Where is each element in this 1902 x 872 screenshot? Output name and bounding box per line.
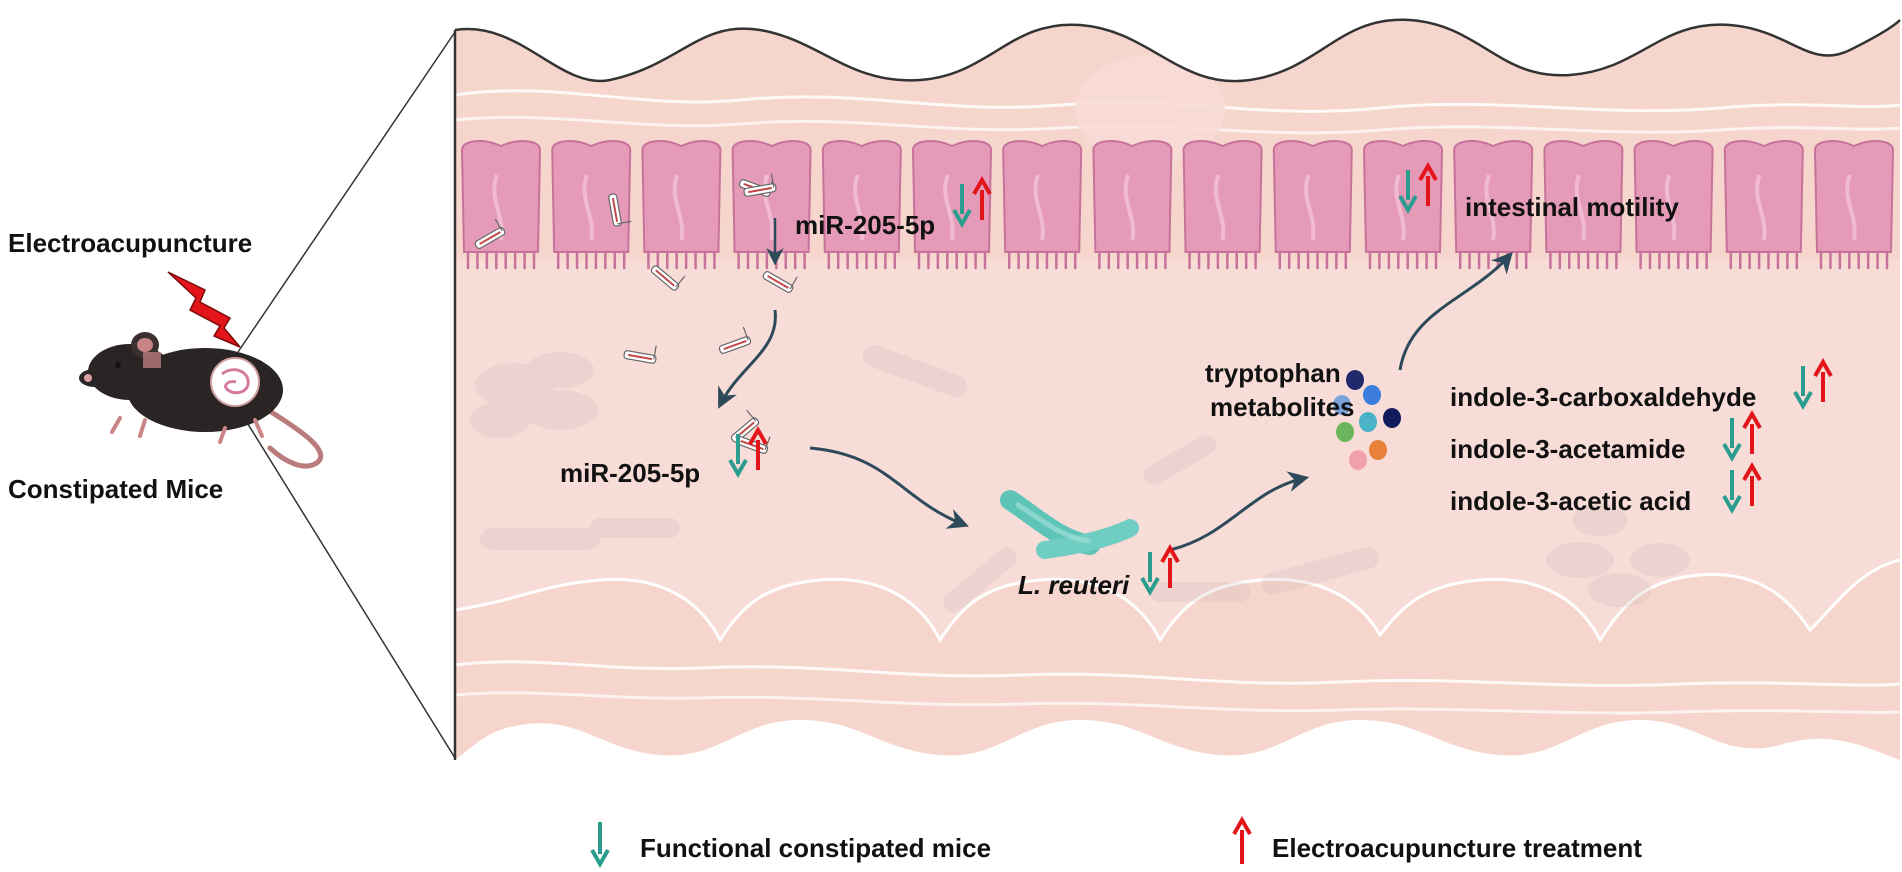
epithelial-cell: [1723, 140, 1804, 270]
label-mir-205-5p-epithelium: miR-205-5p: [795, 210, 935, 240]
mirna-strand-icon: [718, 326, 752, 354]
legend: Functional constipated mice Electroacupu…: [590, 815, 1642, 869]
legend-down-label: Functional constipated mice: [640, 833, 991, 863]
up-arrow-icon-indole-3-carboxaldehyde: [1813, 357, 1833, 402]
epithelial-cell: [1633, 140, 1714, 270]
mirna-strand-icon: [650, 265, 686, 291]
epithelial-cell: [1272, 140, 1353, 270]
down-arrow-icon: [590, 822, 610, 869]
legend-up-arrow-icon: [1232, 815, 1252, 864]
up-arrow-icon-mir-lumen: [748, 425, 768, 470]
mirna-strand-icon: [743, 173, 777, 197]
down-arrow-icon-mir-epithelium: [952, 184, 972, 229]
label-l-reuteri: L. reuteri: [1018, 570, 1130, 600]
up-arrow-icon: [1232, 815, 1252, 864]
epithelial-cell: [641, 140, 722, 270]
epithelial-cell: [1813, 140, 1895, 270]
change-indicators: [728, 161, 1833, 597]
label-mir-205-5p-lumen: miR-205-5p: [560, 458, 700, 488]
epithelial-cell: [1182, 140, 1263, 270]
label-metabolites: metabolites: [1210, 392, 1355, 422]
zoom-line-bottom: [237, 407, 456, 759]
mouse-icon: [79, 332, 323, 469]
bacterium-icon: [1000, 490, 1139, 559]
up-arrow-icon-intestinal-motility: [1418, 161, 1438, 206]
label-indole-3-acetic-acid: indole-3-acetic acid: [1450, 486, 1691, 516]
label-tryptophan: tryptophan: [1205, 358, 1341, 388]
mirna-strand-icon: [623, 345, 657, 364]
label-intestinal-motility: intestinal motility: [1465, 192, 1679, 222]
epithelial-cell: [460, 140, 542, 270]
label-indole-3-carboxaldehyde: indole-3-carboxaldehyde: [1450, 382, 1756, 412]
up-arrow-icon-mir-epithelium: [972, 175, 992, 220]
label-constipated-mice: Constipated Mice: [8, 474, 223, 504]
down-arrow-icon-indole-3-carboxaldehyde: [1793, 366, 1813, 411]
metabolite-dots-icon: [1333, 370, 1401, 470]
epithelial-cell: [1543, 140, 1624, 270]
mirna-strand-icon: [608, 193, 632, 227]
legend-up-label: Electroacupuncture treatment: [1272, 833, 1642, 863]
zoom-line-top: [237, 31, 456, 353]
flow-arrow-to-metabolites: [1169, 471, 1310, 552]
epithelial-cell: [1092, 140, 1173, 270]
epithelial-cell: [911, 140, 993, 270]
flow-arrow-to-motility: [1398, 251, 1513, 371]
lightning-bolt-icon: [167, 271, 241, 348]
mirna-strand-icon: [762, 271, 798, 293]
epithelial-cell: [1453, 140, 1534, 270]
down-arrow-icon-indole-3-acetamide: [1722, 418, 1742, 463]
flow-arrow-to-lumen: [718, 309, 777, 409]
label-electroacupuncture: Electroacupuncture: [8, 228, 252, 258]
epithelial-cell: [731, 140, 812, 270]
label-indole-3-acetamide: indole-3-acetamide: [1450, 434, 1686, 464]
up-arrow-icon-l-reuteri: [1160, 543, 1180, 588]
mirna-strands: [474, 173, 798, 454]
epithelial-cell: [821, 140, 902, 270]
epithelial-cell: [1002, 140, 1083, 270]
epithelium-layer: [460, 140, 1895, 270]
flow-arrow-to-reuteri: [809, 446, 969, 529]
down-arrow-icon-indole-3-acetic-acid: [1722, 470, 1742, 515]
epithelial-cell: [551, 140, 632, 270]
legend-down-arrow-icon: [590, 822, 610, 869]
up-arrow-icon-indole-3-acetamide: [1742, 409, 1762, 454]
intestine-outline: [454, 18, 1901, 83]
down-arrow-icon-mir-lumen: [728, 434, 748, 479]
mirna-strand-icon: [474, 218, 506, 249]
down-arrow-icon-intestinal-motility: [1398, 170, 1418, 215]
down-arrow-icon-l-reuteri: [1140, 552, 1160, 597]
up-arrow-icon-indole-3-acetic-acid: [1742, 461, 1762, 506]
epithelial-cell: [1362, 140, 1444, 270]
